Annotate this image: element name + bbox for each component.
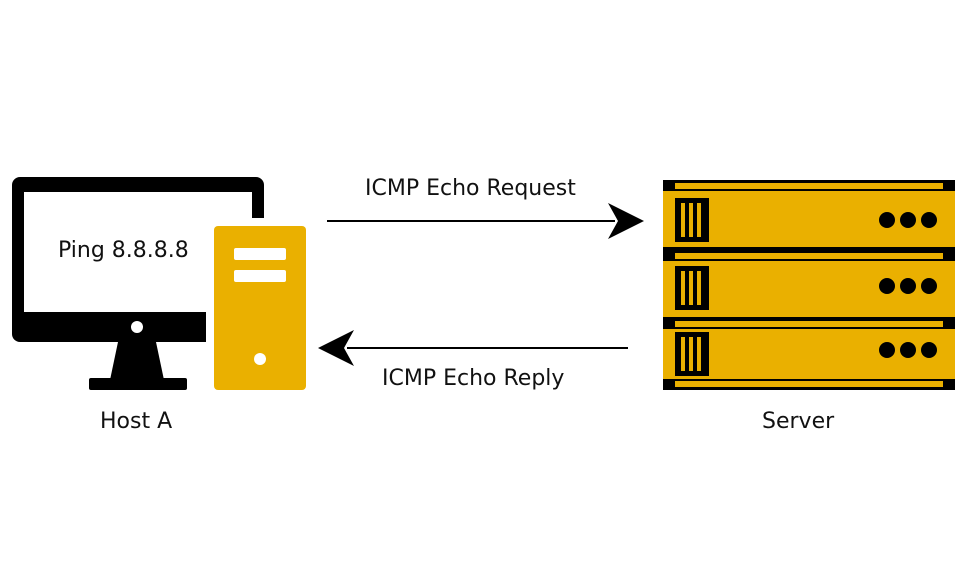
tower-pc-icon [206,218,314,396]
arrow-right-icon [327,203,644,239]
arrow-left-icon [318,330,628,366]
host-label: Host A [100,409,173,434]
server-unit [663,180,955,250]
server-unit [663,250,955,320]
ping-command-text: Ping 8.8.8.8 [58,238,189,263]
server-label: Server [762,409,835,434]
echo-reply-label: ICMP Echo Reply [382,366,565,391]
server-rack-icon [663,180,955,390]
server-unit [663,318,955,390]
echo-request-label: ICMP Echo Request [365,176,576,201]
